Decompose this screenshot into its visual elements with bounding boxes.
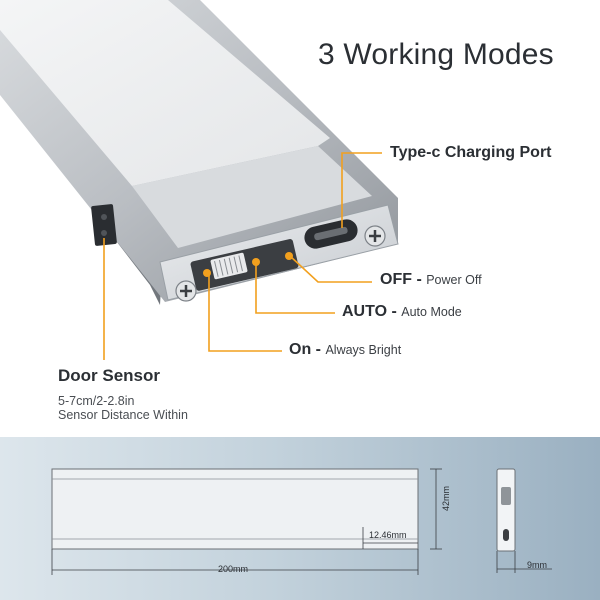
depth-dimension-line <box>496 551 552 573</box>
auto-mode-desc: Auto Mode <box>401 305 462 319</box>
height-label: 42mm <box>441 485 451 511</box>
plus-screw-icon <box>364 225 386 247</box>
dimension-drawing <box>51 468 552 575</box>
on-mode-callout: On - Always Bright <box>289 341 401 359</box>
bar-inner-face <box>132 146 372 248</box>
callout-lines <box>103 152 382 360</box>
off-mode-callout: OFF - Power Off <box>380 271 482 289</box>
dimensions-panel: 200mm 12.46mm 42mm 9mm <box>0 437 600 600</box>
usb-c-port-icon[interactable] <box>302 217 360 251</box>
light-diffuser <box>0 0 330 186</box>
on-mode-desc: Always Bright <box>325 343 402 357</box>
led-light-bar-illustration <box>0 0 399 360</box>
door-sensor-title: Door Sensor <box>58 366 161 385</box>
on-mode-label: On - <box>289 341 321 358</box>
auto-mode-label: AUTO - <box>342 303 397 320</box>
page-title: 3 Working Modes <box>318 38 554 71</box>
length-label: 200mm <box>218 564 249 574</box>
door-sensor-distance: Sensor Distance Within <box>58 408 188 422</box>
door-sensor-window-icon <box>91 204 117 246</box>
off-mode-label: OFF - <box>380 271 422 288</box>
off-mode-desc: Power Off <box>426 273 482 287</box>
charging-port-label: Type-c Charging Port <box>390 144 552 161</box>
door-sensor-range: 5-7cm/2-2.8in <box>58 394 135 408</box>
length-dimension-line <box>51 549 419 575</box>
port-offset-dimension-line <box>362 527 418 549</box>
plus-screw-icon <box>175 280 197 302</box>
depth-label: 9mm <box>527 560 547 570</box>
front-view-outline <box>51 468 419 550</box>
auto-mode-callout: AUTO - Auto Mode <box>342 303 462 321</box>
side-view-port <box>503 529 509 541</box>
port-offset-label: 12.46mm <box>369 530 407 540</box>
height-dimension-line <box>430 468 442 550</box>
side-view-switch <box>501 487 511 505</box>
